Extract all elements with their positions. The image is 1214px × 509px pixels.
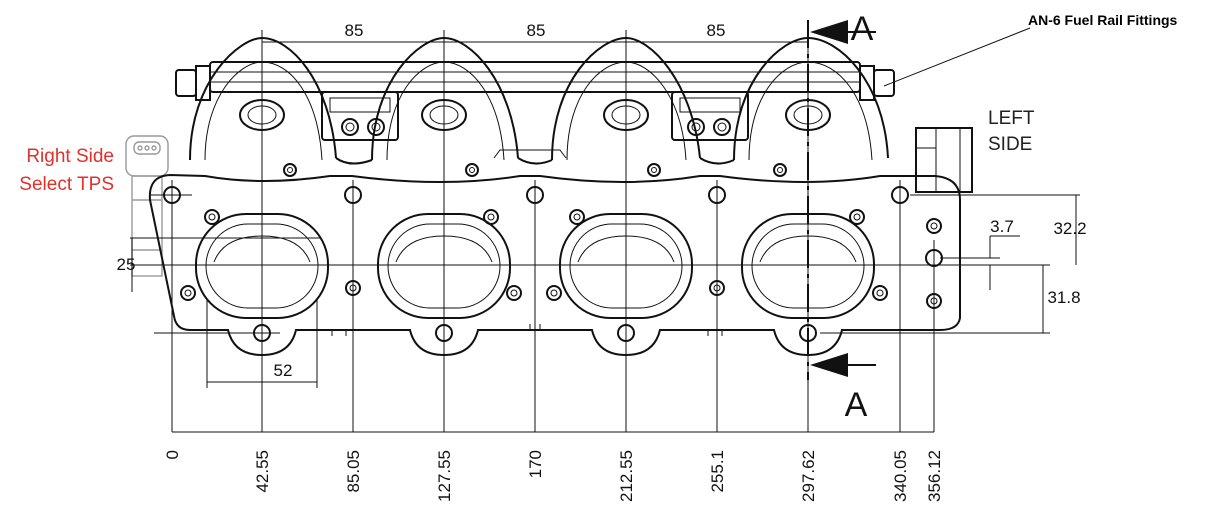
dimension-lines <box>131 41 1077 433</box>
baseline-297-62: 297.62 <box>799 450 818 502</box>
offset-31-8-label: 31.8 <box>1047 288 1080 307</box>
baseline-42-55: 42.55 <box>253 450 272 493</box>
section-line-a <box>807 20 876 380</box>
section-label-bottom: A <box>845 386 868 424</box>
pitch-label-2: 85 <box>527 21 546 40</box>
port-width-label: 52 <box>274 361 293 380</box>
tps-connector-ghost <box>125 135 169 277</box>
left-side-label-line2: SIDE <box>988 134 1032 155</box>
centerlines <box>130 20 1080 432</box>
intake-runners <box>189 36 889 165</box>
baseline-0: 0 <box>163 450 182 459</box>
tps-callout-line1: Right Side <box>26 146 114 167</box>
pitch-label-3: 85 <box>707 21 726 40</box>
section-label-top: A <box>851 10 874 48</box>
baseline-255-1: 255.1 <box>708 450 727 493</box>
bolt-holes <box>163 163 943 342</box>
baseline-127-55: 127.55 <box>435 450 454 502</box>
offset-3-7-label: 3.7 <box>990 217 1014 236</box>
fuel-rail <box>175 61 895 101</box>
left-side-label-line1: LEFT <box>988 108 1035 129</box>
fuel-rail-callout: AN-6 Fuel Rail Fittings <box>1028 12 1178 28</box>
tps-callout-line2: Select TPS <box>19 174 114 195</box>
baseline-170: 170 <box>526 450 545 478</box>
baseline-85-05: 85.05 <box>344 450 363 493</box>
port-height-label: 25 <box>117 255 136 274</box>
offset-32-2-label: 32.2 <box>1053 219 1086 238</box>
side-bracket <box>915 127 973 193</box>
baseline-212-55: 212.55 <box>617 450 636 502</box>
baseline-356-12: 356.12 <box>925 450 944 502</box>
pitch-label-1: 85 <box>345 21 364 40</box>
fuel-rail-leader <box>883 27 1031 87</box>
baseline-340-05: 340.05 <box>891 450 910 502</box>
rail-brackets <box>321 91 749 141</box>
